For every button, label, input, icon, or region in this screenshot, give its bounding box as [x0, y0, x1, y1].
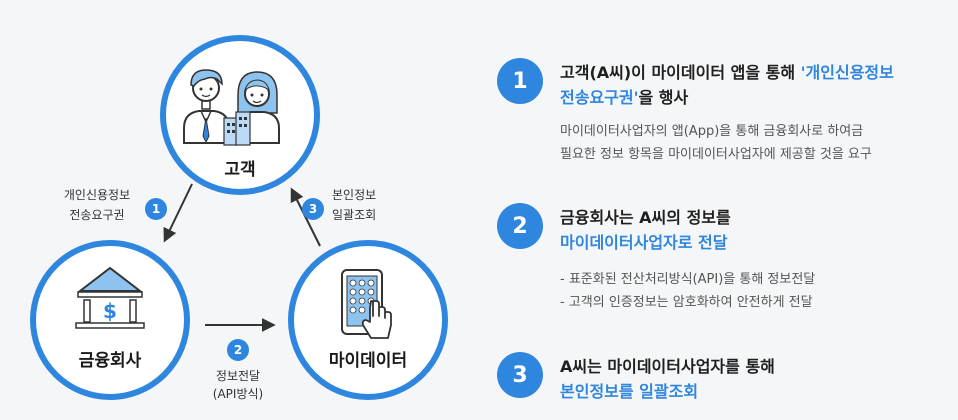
- edge-2-badge: [227, 339, 249, 361]
- node-customer: 고객: [160, 35, 320, 195]
- edge-3-line1: 본인정보: [332, 188, 376, 202]
- arrow-customer-to-finance: [163, 183, 193, 243]
- arrow-mydata-to-customer: [290, 187, 321, 247]
- edge-2-num: 2: [234, 343, 242, 357]
- edge-2-line2: (API방식): [213, 387, 263, 401]
- hand-icon: [361, 300, 392, 339]
- step-3-badge: 3: [497, 352, 543, 398]
- bank-icon: $: [75, 266, 145, 329]
- node-mydata-label: 마이데이터: [329, 351, 407, 371]
- node-finance: $ 금융회사: [30, 240, 190, 400]
- edge-label-3: 3 본인정보 일괄조회: [302, 188, 376, 222]
- step-2-badge: 2: [497, 203, 543, 249]
- step-1-desc: 마이데이터사업자의 앱(App)을 통해 금융회사로 하여금 필요한 정보 항목…: [560, 124, 872, 162]
- node-finance-label: 금융회사: [79, 351, 142, 371]
- edge-3-badge: [302, 198, 324, 220]
- edge-1-line2: 전송요구권: [69, 208, 124, 222]
- phone-icon: [341, 269, 392, 339]
- step-1-title: 고객(A씨)이 마이데이터 앱을 통해 '개인신용정보 전송요구권'을 행사: [560, 63, 894, 107]
- edge-1-num: 1: [152, 202, 160, 216]
- node-mydata: 마이데이터: [288, 240, 448, 400]
- node-customer-label: 고객: [224, 160, 255, 180]
- edge-label-2: 2 정보전달 (API방식): [213, 339, 263, 401]
- step-1-badge: 1: [497, 58, 543, 104]
- edge-2-line1: 정보전달: [216, 369, 260, 383]
- edge-3-line2: 일괄조회: [332, 208, 376, 222]
- edge-1-badge: [145, 198, 167, 220]
- step-3-title: A씨는 마이데이터사업자를 통해 본인정보를 일괄조회: [560, 357, 775, 401]
- step-2-title: 금융회사는 A씨의 정보를 마이데이터사업자로 전달: [560, 208, 731, 252]
- svg-text:$: $: [103, 299, 117, 323]
- edge-3-num: 3: [309, 202, 317, 216]
- step-2-desc: - 표준화된 전산처리방식(API)을 통해 정보전달 - 고객의 인증정보는 …: [560, 272, 816, 310]
- flow-diagram: 고객 $ 금융회사: [30, 35, 448, 401]
- edge-1-line1: 개인신용정보: [64, 188, 130, 202]
- edge-label-1: 개인신용정보 전송요구권 1: [64, 188, 167, 222]
- people-icon: [183, 69, 280, 146]
